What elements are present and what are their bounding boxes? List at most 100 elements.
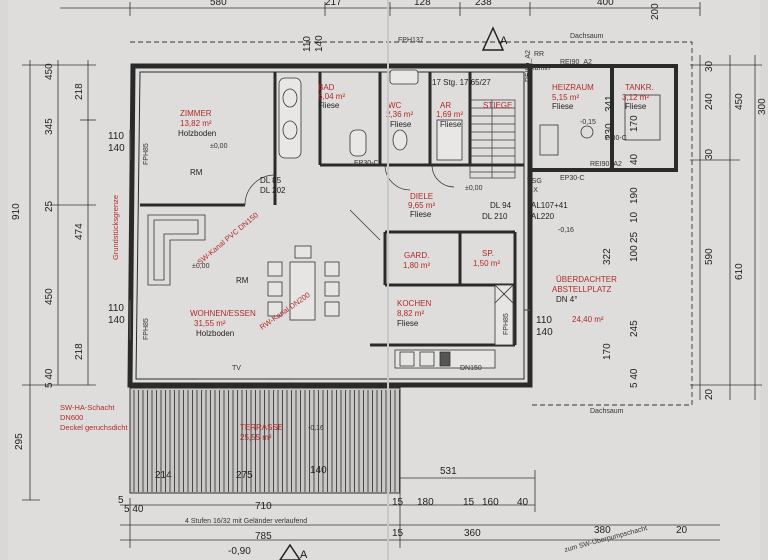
staircase [469, 99, 516, 179]
covered-parking-outline [130, 41, 693, 406]
dim-top-580: 580 [210, 0, 227, 8]
label-ep30c: EP30-C [560, 175, 585, 182]
dim-right-30-a: 30 [704, 60, 715, 72]
label-al107: AL107+41 [531, 201, 568, 210]
room-kochen-floor: Fliese [397, 319, 419, 328]
dim-bottom-214: 214 [155, 470, 172, 481]
door-swings [244, 164, 455, 241]
label-fph85-1: FPH85 [143, 143, 150, 165]
label-level-3: ±0,00 [465, 185, 483, 192]
room-wc-area: 2,36 m² [386, 110, 413, 119]
wall-size-140-c: 140 [536, 327, 553, 338]
dim-left-450: 450 [44, 288, 55, 305]
label-rm-1: RM [190, 168, 203, 177]
room-diele-area: 9,65 m² [408, 201, 435, 210]
dim-right-230: 230 [604, 123, 615, 140]
dim-bottom-785: 785 [255, 531, 272, 542]
outer-walls [127, 63, 533, 388]
dim-bottom-380: 380 [594, 525, 611, 536]
terrace-slats [133, 390, 400, 492]
dim-top-140: 140 [314, 35, 325, 52]
label-level-2: ±0,00 [192, 263, 210, 270]
dim-left-25: 25 [44, 200, 55, 212]
room-terrasse-area: 25,55 m² [240, 433, 272, 442]
bottom-dimension-chain [120, 470, 720, 548]
label-dl210: DL 210 [482, 212, 508, 221]
dim-right-450: 450 [734, 93, 745, 110]
section-marker-bottom [279, 543, 301, 560]
dim-right-100: 100 [629, 245, 640, 262]
room-sp-area: 1,50 m² [473, 259, 500, 268]
level-bottom: -0,90 [228, 546, 251, 557]
dim-left-345: 345 [44, 118, 55, 135]
label-rei90-2: REI90_A2 [525, 50, 532, 82]
section-a-bottom: A [300, 549, 308, 560]
label-vsg: VSG [527, 178, 542, 185]
wall-size-110-b: 110 [108, 303, 124, 314]
room-wc-name: WC [388, 101, 402, 110]
dim-top-217: 217 [325, 0, 342, 8]
room-gard-area: 1,80 m² [403, 261, 430, 270]
room-zimmer-area: 13,82 m² [180, 119, 212, 128]
dim-bottom-40: 40 [517, 497, 529, 508]
dim-right-590: 590 [704, 248, 715, 265]
dim-left-450-top: 450 [44, 63, 55, 80]
room-wohnen-floor: Holzboden [196, 329, 234, 338]
label-dn600: DN600 [60, 413, 83, 422]
annex-walls [530, 64, 678, 172]
dim-right-540: 5 40 [629, 368, 640, 388]
dim-right-170: 170 [602, 343, 613, 360]
label-dn150: DN150 [460, 365, 482, 372]
top-dimension-chain [60, 2, 701, 16]
dim-right-245: 245 [629, 320, 640, 337]
kitchen-counter [394, 284, 514, 369]
dim-left-218-top: 218 [74, 83, 85, 100]
dim-bottom-15-b: 15 [463, 497, 475, 508]
dim-right-20: 20 [704, 388, 715, 400]
room-ar-area: 1,69 m² [436, 110, 463, 119]
room-tankr-name: TANKR. [625, 83, 654, 92]
room-bad-floor: Fliese [318, 101, 340, 110]
window-marks [129, 130, 530, 380]
room-ar-floor: Fliese [440, 120, 462, 129]
label-rm-2: RM [236, 276, 249, 285]
room-wohnen-area: 31,55 m² [194, 319, 226, 328]
sofa-outline [147, 214, 206, 286]
label-fph137: FPH137 [398, 37, 424, 44]
dim-bottom-15-c: 15 [392, 528, 404, 539]
label-fph85-2: FPH85 [143, 318, 150, 340]
dim-top-400: 400 [597, 0, 614, 8]
room-kochen-area: 8,82 m² [397, 309, 424, 318]
dim-right-25: 25 [629, 231, 640, 243]
dim-bottom-15-a: 15 [392, 497, 404, 508]
dim-left-295: 295 [14, 433, 25, 450]
room-gard-name: GARD. [404, 251, 429, 260]
label-sw-ha-schacht: SW-HA-Schacht [60, 403, 115, 412]
label-dl94: DL 94 [490, 201, 512, 210]
room-kochen-name: KOCHEN [397, 299, 431, 308]
dim-right-240: 240 [704, 93, 715, 110]
label-deckel: Deckel geruchsdicht [60, 423, 128, 432]
dim-left-218-bottom: 218 [74, 343, 85, 360]
label-fph85-3: FPH85 [503, 313, 510, 335]
room-wc-floor: Fliese [390, 120, 412, 129]
room-tankr-area: 3,12 m² [622, 93, 649, 102]
right-dimension-chain [690, 55, 762, 400]
room-ueberdacht-name2: ABSTELLPLATZ [552, 285, 612, 294]
dim-right-200: 200 [650, 3, 661, 20]
label-tv: TV [232, 365, 241, 372]
room-bad-area: 6,04 m² [318, 92, 345, 101]
dim-bottom-540: 5 40 [124, 504, 144, 515]
interior-walls [140, 72, 524, 347]
dim-bottom-160: 160 [482, 497, 499, 508]
wall-size-140-b: 140 [108, 315, 125, 326]
dim-bottom-140: 140 [310, 465, 327, 476]
room-heizraum-floor: Fliese [552, 102, 574, 111]
label-level-6: -0,16 [308, 425, 324, 432]
room-terrasse-name: TERRASSE [240, 423, 283, 432]
dim-top-110: 110 [302, 36, 313, 52]
dim-bottom-275: 275 [236, 470, 253, 481]
dim-bottom-20: 20 [676, 525, 688, 536]
dim-right-341: 341 [604, 95, 615, 112]
